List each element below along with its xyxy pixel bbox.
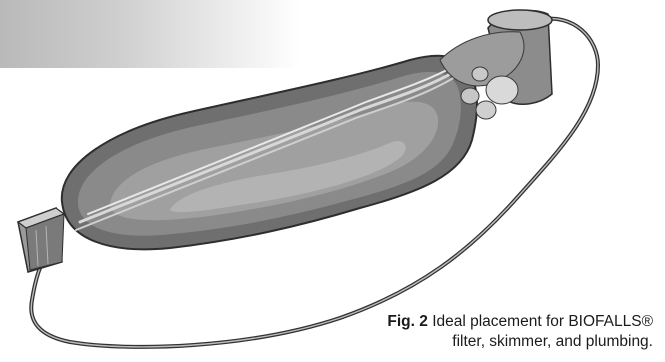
figure-caption: Fig. 2 Ideal placement for BIOFALLS® fil… bbox=[353, 312, 653, 352]
skimmer-icon bbox=[18, 208, 64, 272]
caption-line-1: Fig. 2 Ideal placement for BIOFALLS® bbox=[353, 312, 653, 332]
caption-line-2: filter, skimmer, and plumbing. bbox=[353, 332, 653, 352]
caption-text-1: Ideal placement for BIOFALLS® bbox=[432, 313, 653, 330]
figure-label: Fig. 2 bbox=[387, 313, 427, 330]
